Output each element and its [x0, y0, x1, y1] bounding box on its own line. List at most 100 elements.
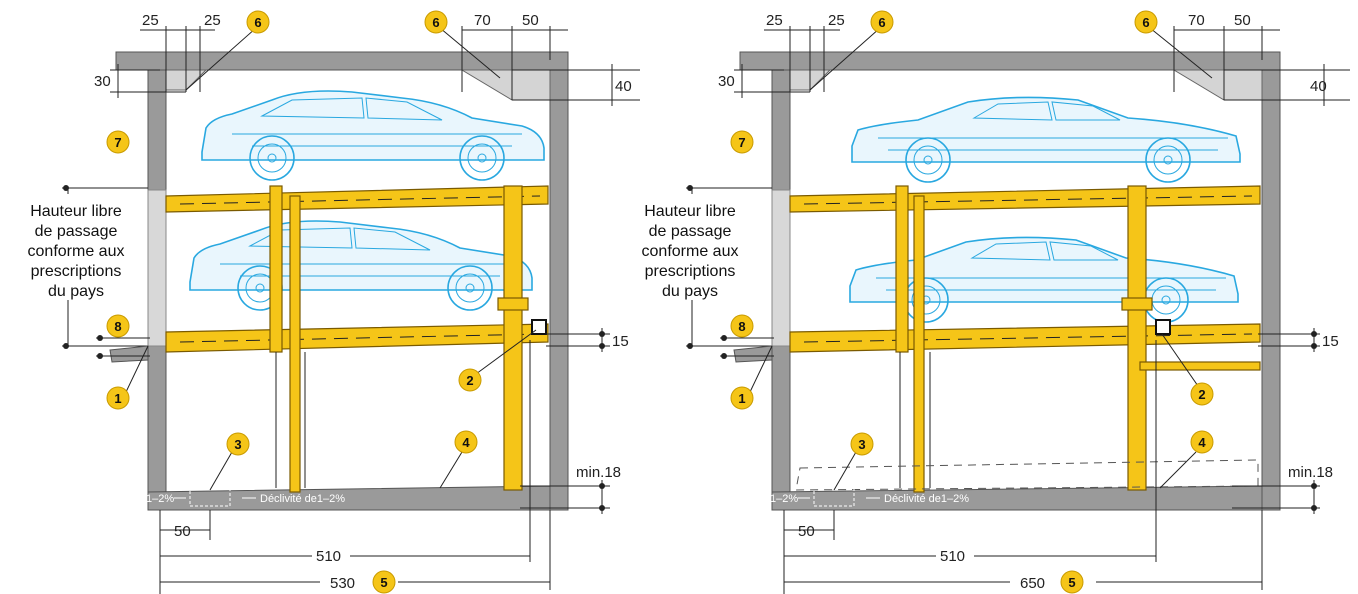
- badge-8: 8: [106, 314, 130, 338]
- svg-text:3: 3: [234, 437, 241, 452]
- svg-text:5: 5: [380, 575, 387, 590]
- svg-text:2: 2: [466, 373, 473, 388]
- badge-6a: 6: [246, 10, 270, 34]
- clearance-line-1: Hauteur libre: [644, 203, 736, 220]
- svg-text:5: 5: [1068, 575, 1075, 590]
- reserved-floor: [795, 459, 1259, 491]
- drain-pit: [189, 487, 231, 507]
- post-left-2: [289, 195, 301, 493]
- diagram-left: 25 25 70 50 30 40: [28, 10, 640, 594]
- right-wall: [1261, 69, 1281, 511]
- dim-top-a: 25: [142, 12, 159, 29]
- dim-top-a: 25: [766, 12, 783, 29]
- slope-right: Déclivité de1–2%: [884, 493, 969, 505]
- cross-beam: [1139, 361, 1261, 371]
- badge-3: 3: [850, 432, 874, 456]
- drain-pit: [813, 487, 855, 507]
- svg-text:1: 1: [114, 391, 121, 406]
- clearance-label: Hauteur libre de passage conforme aux pr…: [28, 203, 125, 300]
- clearance-line-3: conforme aux: [28, 243, 125, 260]
- dim-floor: min.18: [1288, 464, 1333, 481]
- post-left: [895, 185, 909, 353]
- right-wall: [549, 69, 569, 511]
- svg-text:4: 4: [462, 435, 470, 450]
- upper-platform: [789, 185, 1261, 213]
- svg-text:3: 3: [858, 437, 865, 452]
- svg-text:6: 6: [432, 15, 439, 30]
- badge-2: 2: [458, 368, 482, 392]
- sensor-box: [1155, 319, 1171, 335]
- left-wall-lower: [771, 345, 791, 493]
- car-lower-left: [189, 220, 533, 311]
- dim-bottom-total: 530: [330, 575, 355, 592]
- post-right: [1127, 185, 1147, 491]
- dim-top-left: 25 25: [764, 12, 845, 92]
- clearance-line-5: du pays: [662, 283, 718, 300]
- dim-top-b: 25: [204, 12, 221, 29]
- clearance-line-2: de passage: [35, 223, 118, 240]
- svg-text:7: 7: [114, 135, 121, 150]
- post-left-2: [913, 195, 925, 493]
- badge-6b: 6: [1134, 10, 1158, 34]
- clearance-line-2: de passage: [649, 223, 732, 240]
- ceiling-slab: [115, 51, 569, 71]
- badge-1: 1: [730, 386, 754, 410]
- entry-ramp: [109, 345, 149, 363]
- dim-bottom-b: 510: [316, 548, 341, 565]
- badge-3: 3: [226, 432, 250, 456]
- ceiling-beam-right: [1172, 69, 1263, 101]
- dim-bottom-total: 650: [1020, 575, 1045, 592]
- badge-7: 7: [106, 130, 130, 154]
- svg-text:7: 7: [738, 135, 745, 150]
- badge-5: 5: [1060, 570, 1084, 594]
- badge-1: 1: [106, 386, 130, 410]
- clearance-line-3: conforme aux: [642, 243, 739, 260]
- dim-side: 30 40: [718, 64, 1350, 106]
- dim-gap: 15: [1322, 333, 1339, 350]
- door-opening: [147, 189, 167, 347]
- badge-4: 4: [1190, 430, 1214, 454]
- dim-side: 30 40: [94, 64, 640, 106]
- dim-top-c: 70: [474, 12, 491, 29]
- dim-bottom-b: 510: [940, 548, 965, 565]
- clearance-line-1: Hauteur libre: [30, 203, 122, 220]
- dim-bottom-a: 50: [174, 523, 191, 540]
- svg-text:1: 1: [738, 391, 745, 406]
- badge-5: 5: [372, 570, 396, 594]
- diagram-right: 25 25 70 50 30 40: [642, 10, 1350, 594]
- clearance-line-4: prescriptions: [31, 263, 122, 280]
- clearance-label: Hauteur libre de passage conforme aux pr…: [642, 203, 739, 300]
- badge-7: 7: [730, 130, 754, 154]
- dim-top-d: 50: [1234, 12, 1251, 29]
- svg-text:6: 6: [1142, 15, 1149, 30]
- badge-6b: 6: [424, 10, 448, 34]
- upper-platform: [165, 185, 549, 213]
- svg-text:8: 8: [114, 319, 121, 334]
- dim-top-b: 25: [828, 12, 845, 29]
- ceiling-beam-right: [460, 69, 551, 101]
- dim-gap: 15: [612, 333, 629, 350]
- dim-right-h: 40: [615, 78, 632, 95]
- svg-text:4: 4: [1198, 435, 1206, 450]
- slope-right: Déclivité de1–2%: [260, 493, 345, 505]
- badge-4: 4: [454, 430, 478, 454]
- post-left: [269, 185, 283, 353]
- post-clamp: [1121, 297, 1153, 311]
- svg-text:6: 6: [254, 15, 261, 30]
- post-clamp: [497, 297, 529, 311]
- dim-top-c: 70: [1188, 12, 1205, 29]
- svg-text:2: 2: [1198, 387, 1205, 402]
- dim-top-right: 70 50: [461, 12, 568, 100]
- dim-top-d: 50: [522, 12, 539, 29]
- entry-ramp: [733, 345, 773, 363]
- floor-slab: [147, 485, 551, 511]
- badge-2: 2: [1190, 382, 1214, 406]
- post-right: [503, 185, 523, 491]
- slope-left: 1–2%: [770, 493, 798, 505]
- dim-floor: min.18: [576, 464, 621, 481]
- dim-top-right: 70 50: [1173, 12, 1280, 100]
- badge-8: 8: [730, 314, 754, 338]
- dim-left-h: 30: [94, 73, 111, 90]
- dim-bottom-a: 50: [798, 523, 815, 540]
- svg-text:8: 8: [738, 319, 745, 334]
